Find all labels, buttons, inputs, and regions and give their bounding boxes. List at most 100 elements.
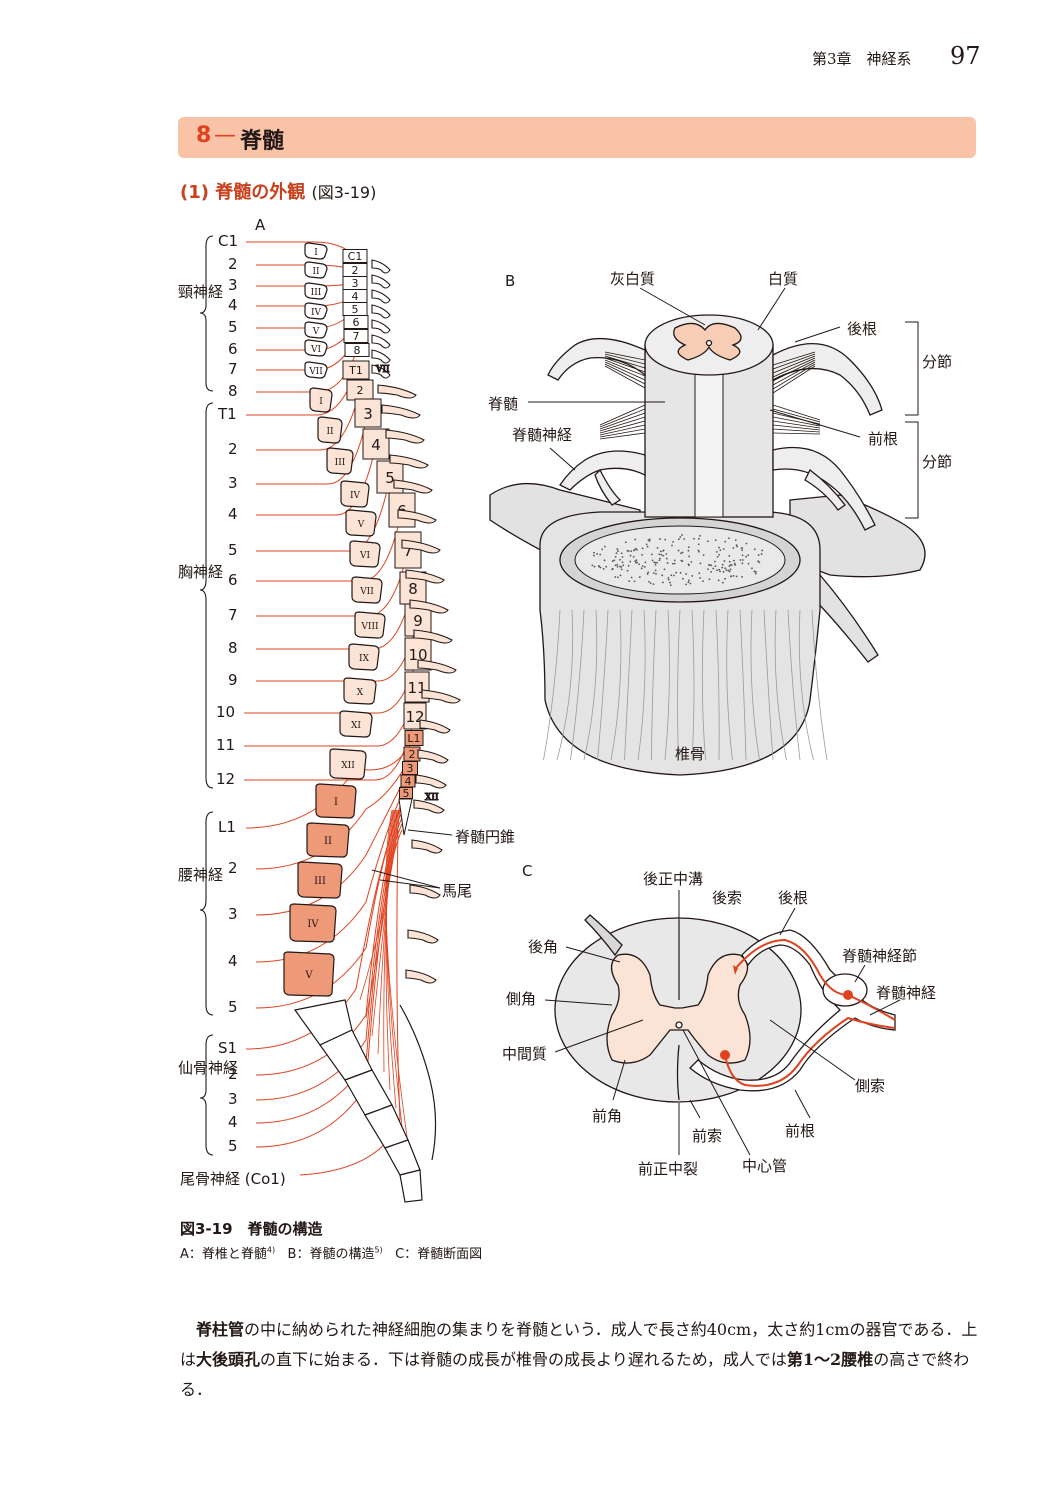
- bone-pore: [616, 565, 619, 568]
- spinous-process: [405, 969, 437, 984]
- bone-pore: [619, 574, 622, 577]
- bone-pore: [754, 572, 757, 575]
- svg-text:VI: VI: [310, 345, 321, 355]
- vertebra-stria: [811, 609, 828, 761]
- bone-pore: [721, 566, 724, 569]
- bone-pore: [616, 563, 619, 566]
- lumbar-vertebra: II: [306, 822, 350, 858]
- svg-text:III: III: [311, 288, 322, 298]
- bone-pore: [651, 559, 654, 562]
- rootlet: [772, 416, 821, 427]
- cervical-vertebra: I: [304, 242, 328, 260]
- label-gray-matter: 灰白質: [610, 270, 656, 288]
- bone-pore: [644, 561, 647, 564]
- thoracic-vertebra: IX: [348, 643, 380, 671]
- bone-pore: [662, 549, 665, 552]
- bone-pore: [661, 574, 664, 577]
- bone-pore: [747, 562, 750, 565]
- svg-text:V: V: [304, 970, 313, 981]
- bone-pore: [599, 553, 602, 556]
- bone-pore: [647, 539, 650, 542]
- bone-pore: [673, 562, 676, 565]
- conus-tip: [398, 798, 413, 836]
- svg-text:VIII: VIII: [360, 622, 379, 632]
- spinous-process: [371, 259, 391, 274]
- bone-pore: [635, 561, 637, 564]
- svg-text:I: I: [319, 397, 323, 407]
- bone-pore: [634, 547, 637, 550]
- svg-text:III: III: [335, 458, 346, 468]
- bone-pore: [629, 554, 632, 557]
- rootlet: [772, 408, 821, 423]
- svg-text:7: 7: [403, 542, 413, 560]
- svg-text:10: 10: [408, 646, 427, 664]
- bone-pore: [605, 565, 608, 568]
- bone-pore: [679, 536, 682, 538]
- vertebra-stria: [726, 609, 733, 761]
- bone-pore: [687, 549, 690, 552]
- bone-pore: [753, 548, 756, 551]
- bone-pore: [638, 576, 641, 578]
- bone-pore: [741, 562, 744, 565]
- bone-pore: [717, 579, 720, 582]
- bone-pore: [670, 574, 673, 577]
- subsection-heading: (1) 脊髄の外観 (図3-19): [180, 178, 376, 204]
- bone-pore: [650, 553, 653, 556]
- bone-pore: [724, 540, 727, 543]
- rootlet: [772, 365, 816, 394]
- svg-text:5: 5: [352, 303, 359, 316]
- label-spinal-ganglion: 脊髄神経節: [842, 947, 918, 965]
- bone-pore: [697, 543, 700, 546]
- spinous-process: [381, 404, 421, 419]
- rootlet: [772, 351, 816, 366]
- bone-pore: [747, 554, 750, 557]
- bone-pore: [691, 575, 694, 577]
- bone-pore: [732, 547, 735, 549]
- label-anterior-funiculus: 前索: [692, 1127, 723, 1145]
- svg-text:VII: VII: [308, 367, 323, 377]
- bone-pore: [614, 555, 617, 558]
- nerve-label: 3: [228, 905, 238, 923]
- svg-text:V: V: [357, 520, 365, 530]
- section-heading: 8 — 脊髄: [178, 117, 976, 158]
- bone-pore: [627, 565, 630, 567]
- vertebra-stria: [715, 609, 720, 761]
- bone-pore: [739, 559, 742, 561]
- vertebra-stria: [691, 609, 695, 761]
- bone-pore: [761, 549, 764, 552]
- svg-text:8: 8: [354, 344, 361, 357]
- bone-pore: [601, 548, 604, 551]
- bone-pore: [732, 575, 735, 577]
- vertebra-stria: [750, 609, 760, 761]
- lumbar-vertebra: V: [283, 951, 335, 997]
- bone-pore: [728, 565, 731, 567]
- spinous-process: [405, 569, 445, 584]
- vertebra-stria: [677, 609, 681, 761]
- bone-pore: [621, 561, 624, 564]
- svg-text:7: 7: [353, 330, 360, 343]
- bone-pore: [718, 553, 720, 556]
- bone-pore: [621, 556, 624, 558]
- bone-pore: [710, 564, 713, 567]
- bone-pore: [656, 546, 659, 549]
- thoracic-vertebra: VI: [349, 540, 381, 568]
- bone-pore: [671, 562, 674, 565]
- bone-pore: [649, 582, 652, 585]
- figure-reference: (図3-19): [311, 183, 377, 202]
- panel-c-letter: C: [522, 862, 533, 880]
- svg-text:I: I: [314, 248, 318, 258]
- bone-pore: [665, 557, 668, 560]
- vertebra-stria: [624, 609, 633, 761]
- bone-pore: [673, 574, 675, 577]
- spinal-nerve-line: [244, 715, 416, 781]
- bone-pore: [680, 552, 682, 555]
- cauda-equina-fiber: [359, 809, 401, 1001]
- bone-pore: [728, 570, 731, 573]
- vertebra-stria: [798, 609, 814, 761]
- bone-pore: [687, 546, 690, 549]
- spinous-process: [371, 319, 391, 334]
- bone-pore: [716, 569, 718, 572]
- svg-text:VII: VII: [359, 587, 374, 597]
- thoracic-vertebra: IV: [340, 480, 370, 508]
- svg-text:C1: C1: [348, 250, 363, 263]
